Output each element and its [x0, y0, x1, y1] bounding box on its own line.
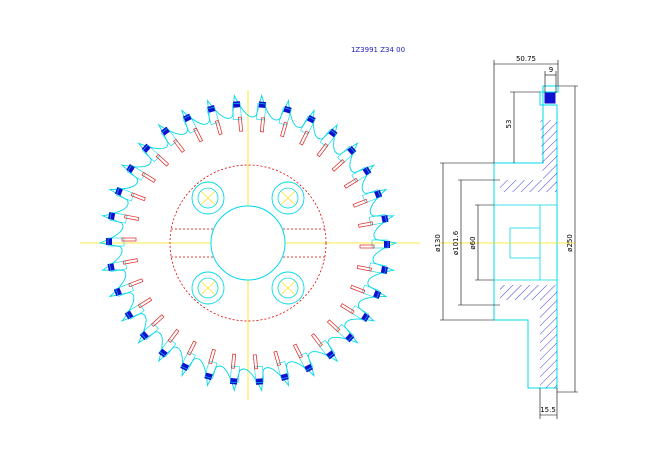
dim-insert-width: 9 [549, 66, 553, 74]
cutter-insert [231, 101, 244, 132]
cutter-insert [356, 262, 388, 275]
cutter-insert [311, 333, 336, 360]
cutter-insert [340, 303, 370, 323]
dim-dia-60: ø60 [469, 236, 477, 249]
cutter-insert [326, 319, 355, 343]
cutter-insert [278, 105, 292, 138]
dim-depth: 53 [505, 120, 513, 129]
cutter-insert [256, 101, 267, 133]
cutter-insert [180, 340, 197, 372]
section-view: 50.75 9 53 ø130 ø101.6 ø60 ø250 15.5 [434, 55, 578, 419]
cutter-insert [141, 143, 170, 167]
cutter-insert [358, 213, 389, 228]
dim-dia-130: ø130 [434, 234, 442, 252]
front-view [80, 90, 420, 400]
cutter-insert [252, 354, 265, 385]
cutter-insert [331, 145, 357, 172]
cutter-insert [160, 126, 185, 153]
cutter-teeth-outline [98, 93, 398, 393]
section-insert [544, 92, 556, 104]
bolt-hole [191, 181, 225, 215]
cutter-insert [343, 166, 372, 189]
hatched-region-lower [500, 285, 557, 388]
cutter-insert [350, 284, 382, 299]
cutter-insert [204, 348, 218, 381]
central-bore [210, 205, 286, 281]
cutter-insert [273, 350, 290, 381]
bolt-hole [191, 271, 225, 305]
dim-width-top: 50.75 [516, 55, 536, 63]
hub-hidden-circle [169, 164, 327, 322]
cutter-insert [182, 113, 204, 143]
bolt-hole [271, 181, 305, 215]
cutter-insert [126, 163, 156, 183]
cutter-insert [352, 189, 383, 208]
cutter-insert [139, 314, 165, 341]
hatched-region-upper [500, 120, 557, 192]
cutter-insert [114, 187, 146, 202]
cutter-serrated-outline [98, 93, 398, 393]
dim-bottom-width: 15.5 [540, 406, 556, 414]
drawing-title: 1Z3991 Z34 00 [351, 46, 405, 54]
bolt-holes [191, 181, 305, 305]
cutter-insert [292, 343, 314, 373]
dim-dia-101: ø101.6 [452, 230, 460, 255]
dim-dia-250: ø250 [566, 234, 574, 252]
cutter-insert [359, 239, 390, 249]
cutter-insert [107, 258, 138, 273]
cutter-insert [158, 328, 180, 358]
cutter-insert [113, 278, 144, 297]
cutter-insert [108, 211, 140, 224]
cutter-insert [206, 105, 223, 136]
section-outline [493, 85, 559, 389]
dimension-lines [440, 60, 578, 419]
cutter-inserts [106, 101, 390, 385]
cutter-insert [316, 128, 338, 158]
cutter-insert [106, 237, 137, 247]
cutter-insert [229, 353, 240, 385]
bolt-hole [271, 271, 305, 305]
cutter-insert [299, 114, 316, 146]
cutter-insert [124, 297, 153, 320]
